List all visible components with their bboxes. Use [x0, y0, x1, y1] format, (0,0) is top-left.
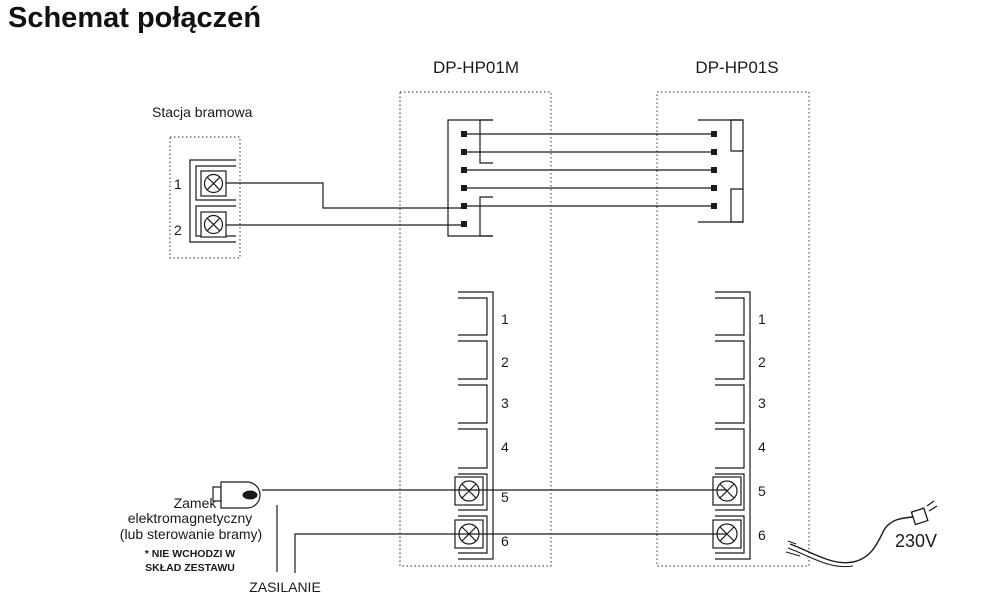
power-label: ZASILANIE	[249, 579, 321, 595]
master-bus-connector	[447, 119, 493, 237]
power-plug-icon	[785, 500, 938, 568]
slave-terminal-block	[715, 291, 751, 560]
slave-terminal-5-label: 5	[758, 483, 766, 499]
slave-terminal-3-label: 3	[758, 395, 766, 411]
monitor-slave-label: DP-HP01S	[695, 58, 778, 77]
gate-terminal-2-label: 2	[174, 222, 182, 238]
gate-terminal-2	[200, 211, 227, 238]
master-terminal-5-label: 5	[501, 489, 509, 505]
lock-label-line1: Zamek	[174, 495, 218, 511]
bus-wires	[467, 133, 711, 207]
page-title: Schemat połączeń	[8, 2, 262, 34]
slave-terminal-4-label: 4	[758, 439, 766, 455]
lock-note-line1: * NIE WCHODZI W	[145, 548, 235, 560]
master-terminal-6-label: 6	[501, 533, 509, 549]
lock-power-wires	[262, 489, 727, 573]
lock-label-line3: (lub sterowanie bramy)	[120, 526, 262, 542]
master-terminal-4-label: 4	[501, 439, 509, 455]
slave-bus-connector	[698, 119, 744, 223]
gate-terminal-1	[200, 170, 227, 197]
slave-terminal-1-label: 1	[758, 311, 766, 327]
master-terminal-block	[458, 291, 494, 560]
master-terminal-5	[454, 476, 484, 506]
master-terminal-2-label: 2	[501, 354, 509, 370]
gate-station-label: Stacja bramowa	[152, 104, 253, 120]
monitor-master-label: DP-HP01M	[433, 58, 519, 77]
slave-terminal-5	[712, 476, 742, 506]
slave-terminal-6-label: 6	[758, 527, 766, 543]
master-terminal-1-label: 1	[501, 311, 509, 327]
lock-label-line2: elektromagnetyczny	[128, 510, 253, 526]
gate-terminal-1-label: 1	[174, 176, 182, 192]
monitor-slave-box	[656, 91, 810, 567]
gate-station-box	[169, 136, 241, 259]
master-terminal-3-label: 3	[501, 395, 509, 411]
power-voltage-label: 230V	[895, 531, 937, 551]
gate-wires	[226, 182, 461, 226]
monitor-master-box	[399, 91, 552, 567]
lock-note-line2: SKŁAD ZESTAWU	[145, 562, 235, 574]
slave-terminal-2-label: 2	[758, 354, 766, 370]
lock-icon	[212, 481, 261, 509]
